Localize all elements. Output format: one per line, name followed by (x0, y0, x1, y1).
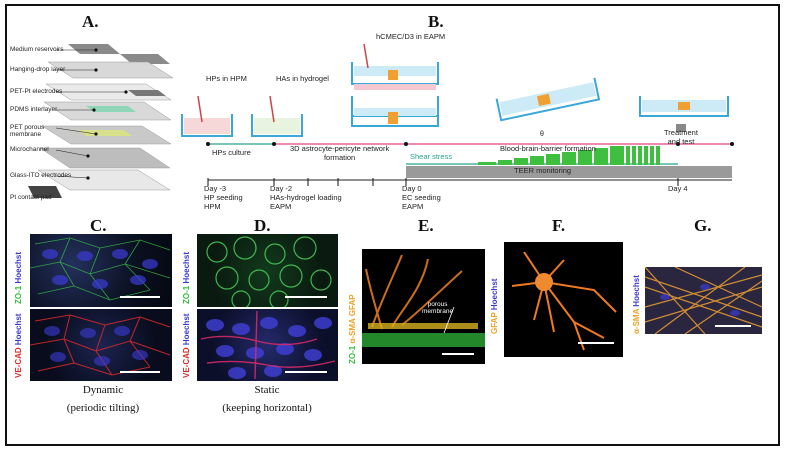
phase-bbb: Blood-brain-barrier formation (500, 144, 596, 153)
scale-bar (442, 353, 474, 355)
stain-legend-e: ZO-1 α-SMA GFAP (348, 294, 357, 364)
scale-bar (578, 342, 614, 344)
layer-label: Pt contact pad (10, 194, 52, 201)
figure-frame (5, 4, 780, 446)
day-desc: EC seeding EAPM (402, 193, 441, 211)
step-label: HPs in HPM (206, 74, 247, 83)
micrograph-c-vecad (30, 309, 172, 381)
phase-treatment: Treatment and test (664, 128, 698, 146)
day-label: Day -2 (270, 184, 293, 193)
micrograph-d-zo1 (197, 234, 338, 307)
device-treatment (639, 96, 729, 132)
caption-c-main: Dynamic (82, 384, 124, 396)
phase-network: 3D astrocyte-pericyte network formation (290, 144, 390, 162)
layer-label: PET-Pt electrodes (10, 88, 63, 95)
micrograph-c-zo1 (30, 234, 172, 307)
layer-label: Hanging-drop layer (10, 66, 66, 73)
shear-stress-bars (478, 146, 660, 165)
micrograph-g (645, 267, 762, 334)
stain-legend-c-bottom: VE-CAD Hoechst (14, 313, 23, 378)
hanging-drop-layer (47, 61, 174, 79)
device-ha-loading (251, 95, 303, 137)
medium-reservoirs-layer (68, 44, 170, 64)
stain-legend-d-bottom: VE-CAD Hoechst (182, 313, 191, 378)
caption-d-main: Static (254, 384, 280, 396)
panel-label-d: D. (254, 216, 271, 235)
scale-bar (285, 296, 327, 298)
panel-label-e: E. (418, 216, 434, 235)
teer-bar (406, 166, 732, 178)
porous-membrane-label: porous membrane (422, 301, 454, 315)
microchannel-layer (39, 147, 171, 169)
day-desc: HP seeding HPM (204, 193, 243, 211)
day-desc: HAs-hydrogel loading EAPM (270, 193, 342, 211)
scale-bar (715, 325, 751, 327)
caption-c-sub: (periodic tilting) (66, 402, 140, 414)
step-label: HAs in hydrogel (276, 74, 329, 83)
scale-bar (285, 371, 327, 373)
phase-hp-culture: HPs culture (212, 148, 251, 157)
panel-label-g: G. (694, 216, 712, 235)
panel-label-c: C. (90, 216, 107, 235)
pt-contact-pad (28, 186, 62, 198)
device-hp-culture (181, 95, 233, 137)
step-label: hCMEC/D3 in EAPM (376, 32, 446, 41)
panel-label-a: A. (82, 12, 99, 31)
scale-bar (120, 371, 160, 373)
day-label: Day -3 (204, 184, 227, 193)
glass-ito-layer (37, 169, 171, 191)
caption-d-sub: (keeping horizontal) (222, 402, 312, 414)
layer-label: Glass-ITO electrodes (10, 172, 72, 179)
stain-legend-d-top: ZO-1 Hoechst (182, 251, 191, 304)
layer-label: Medium reservoirs (10, 46, 64, 53)
timeline-diagram: θ (181, 43, 734, 186)
layer-label: PDMS interlayer (10, 106, 58, 113)
timeline-markers (206, 142, 734, 146)
stain-legend-f: GFAP Hoechst (490, 278, 499, 334)
layer-label: Microchannel (10, 146, 49, 153)
phase-teer: TEER monitoring (514, 166, 572, 175)
device-tilted (495, 77, 601, 122)
scale-bar (120, 296, 160, 298)
day-label: Day 0 (402, 184, 422, 193)
panel-label-f: F. (552, 216, 566, 235)
stain-legend-g: α-SMA Hoechst (632, 275, 641, 334)
day-label: Day 4 (668, 184, 688, 193)
layer-label: PET porous membrane (10, 124, 45, 138)
stain-legend-c-top: ZO-1 Hoechst (14, 251, 23, 304)
tilt-angle-label: θ (540, 131, 544, 138)
micrograph-f (504, 242, 623, 357)
phase-shear-stress: Shear stress (410, 152, 453, 161)
panel-label-b: B. (428, 12, 444, 31)
micrograph-e: porous membrane (362, 249, 485, 364)
device-ec-seeding (351, 43, 439, 127)
exploded-device-diagram (28, 44, 174, 198)
micrograph-d-vecad (197, 309, 338, 381)
